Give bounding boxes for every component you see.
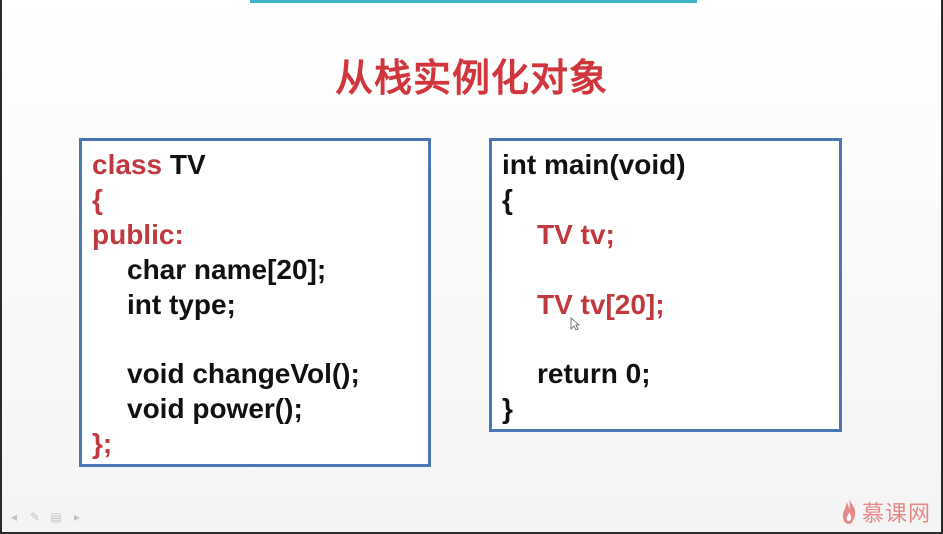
code-line-changevol-method: void changeVol(); [127,358,360,389]
code-line-main: int main(void) [502,149,686,180]
menu-icon[interactable]: ▤ [50,510,62,524]
class-definition-box: class TV { public: char name[20]; int ty… [79,138,431,467]
code-line-name-member: char name[20]; [127,254,327,285]
code-line-tv-object: TV tv; [537,219,615,250]
class-name: TV [162,149,206,180]
code-line-main-open-brace: { [502,184,513,215]
top-accent-strip [250,0,697,3]
logo-text: 慕课网 [862,502,932,527]
brand-logo: 慕课网 [840,496,931,528]
slide-toolbar: ◂ ✎ ▤ ▸ [8,511,83,523]
prev-arrow-icon[interactable]: ◂ [10,510,18,524]
code-line-return: return 0; [537,358,651,389]
code-line-type-member: int type; [127,289,236,320]
code-line-class: class TV [92,149,206,181]
code-line-main-close-brace: } [502,393,513,424]
code-line-tv-array: TV tv[20]; [537,289,665,320]
slide-title: 从栈实例化对象 [334,56,608,100]
code-line-power-method: void power(); [127,393,303,424]
pen-icon[interactable]: ✎ [29,510,41,524]
keyword-class: class [92,149,163,180]
flame-icon [842,499,856,524]
code-line-open-brace: { [92,184,103,215]
code-line-public: public: [92,219,184,250]
next-arrow-icon[interactable]: ▸ [73,510,81,524]
mouse-pointer-icon [570,317,580,331]
code-line-close-brace: }; [92,428,113,459]
main-function-box: int main(void) { TV tv; TV tv[20]; retur… [489,138,842,432]
